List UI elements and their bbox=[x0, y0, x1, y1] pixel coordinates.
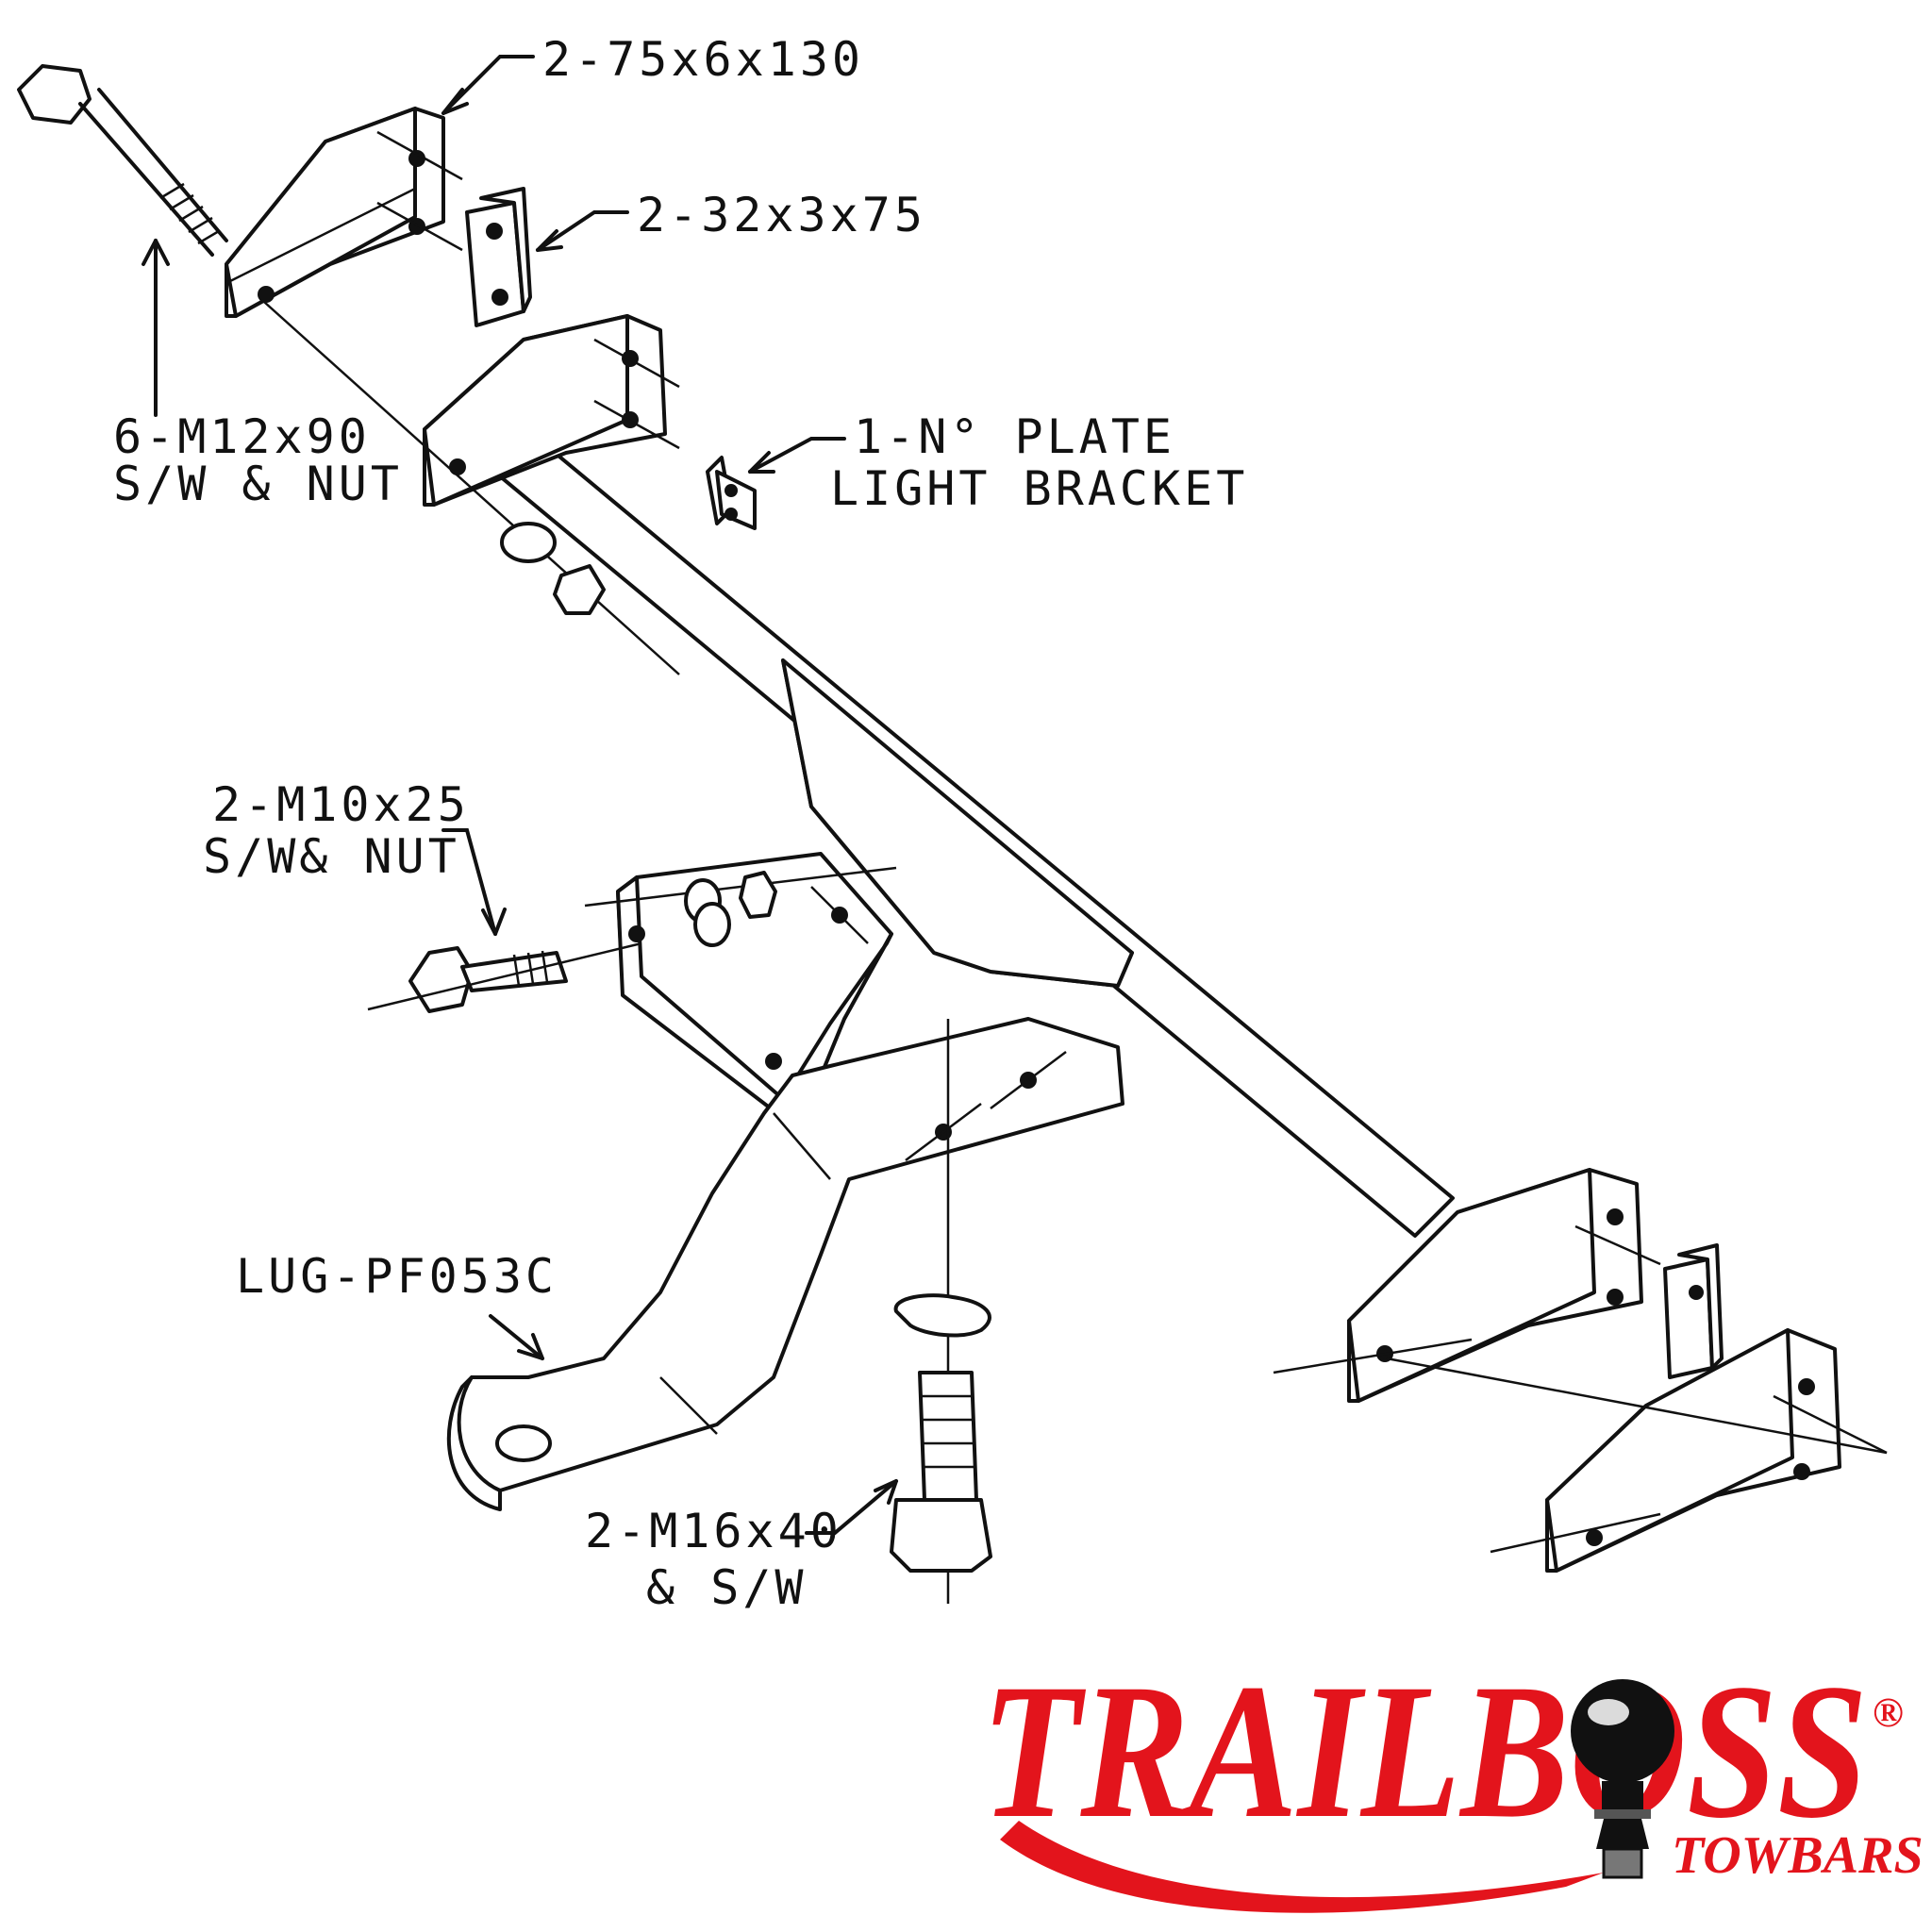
label-lug-bolts-line2: S/W& NUT bbox=[203, 829, 460, 884]
label-main-bolts-line2: S/W & NUT bbox=[113, 457, 403, 511]
label-spacer-plate: 2-32x3x75 bbox=[637, 188, 926, 242]
right-spacer-plate bbox=[1663, 1243, 1724, 1379]
washer-nut-lug-bracket bbox=[684, 871, 777, 947]
label-plate-bracket: 1-N° PLATE bbox=[854, 409, 1175, 464]
brand-name: TRAILBOSS bbox=[981, 1644, 1868, 1858]
label-ball-bolts: 2-M16x40 bbox=[585, 1504, 842, 1558]
left-upper-bracket bbox=[225, 107, 463, 318]
tow-ball-icon bbox=[1571, 1679, 1674, 1879]
number-plate-light-bracket bbox=[706, 456, 757, 530]
label-bracket-plate: 2-75x6x130 bbox=[542, 32, 864, 87]
right-lower-bracket bbox=[1386, 1328, 1888, 1573]
leader-lines bbox=[142, 55, 898, 1535]
label-ball-bolts-line2: & S/W bbox=[646, 1560, 808, 1615]
right-upper-bracket bbox=[1273, 1168, 1661, 1403]
trailboss-logo: TRAILBOSS ® TOWBARS bbox=[981, 1644, 1924, 1913]
m12-bolt bbox=[17, 64, 228, 257]
tow-lug bbox=[446, 1017, 1124, 1511]
label-lug-bolts: 2-M10x25 bbox=[212, 777, 470, 832]
brand-swoosh bbox=[1000, 1821, 1604, 1913]
centre-mount-plate bbox=[781, 658, 1134, 988]
brand-tagline: TOWBARS bbox=[1672, 1826, 1924, 1885]
m10-bolt bbox=[367, 941, 642, 1013]
washer-nut-left bbox=[500, 522, 606, 615]
label-lug: LUG-PF053C bbox=[236, 1249, 558, 1304]
spacer-plate bbox=[465, 187, 532, 327]
left-lower-bracket bbox=[263, 301, 680, 675]
label-plate-bracket-line2: LIGHT BRACKET bbox=[830, 461, 1248, 516]
part-labels: 2-75x6x130 2-32x3x75 6-M12x90 S/W & NUT … bbox=[113, 32, 1248, 1615]
label-main-bolts: 6-M12x90 bbox=[113, 409, 371, 464]
m16-bolt bbox=[890, 1019, 992, 1604]
brand-registered: ® bbox=[1873, 1690, 1904, 1736]
